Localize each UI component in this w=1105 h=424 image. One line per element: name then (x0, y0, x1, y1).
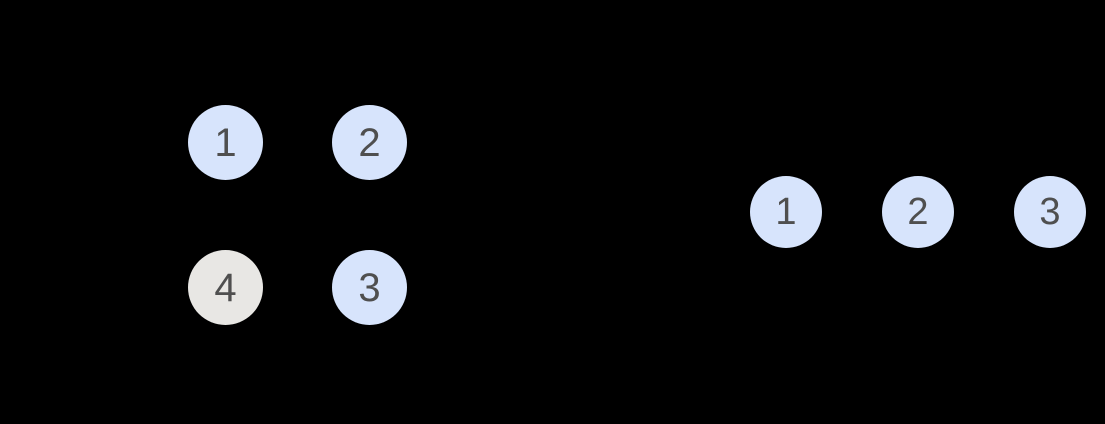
node-label: 4 (214, 265, 237, 310)
node-circle-3[interactable]: 3 (1014, 176, 1086, 248)
node-label: 2 (907, 191, 929, 233)
node-label: 3 (1039, 191, 1061, 233)
node-circle-1[interactable]: 1 (188, 105, 263, 180)
node-label: 3 (358, 265, 381, 310)
node-circle-3[interactable]: 3 (332, 250, 407, 325)
node-circle-4[interactable]: 4 (188, 250, 263, 325)
node-circle-2[interactable]: 2 (332, 105, 407, 180)
node-label: 2 (358, 120, 381, 165)
node-circle-2[interactable]: 2 (882, 176, 954, 248)
node-label: 1 (775, 191, 797, 233)
node-circle-1[interactable]: 1 (750, 176, 822, 248)
node-label: 1 (214, 120, 237, 165)
